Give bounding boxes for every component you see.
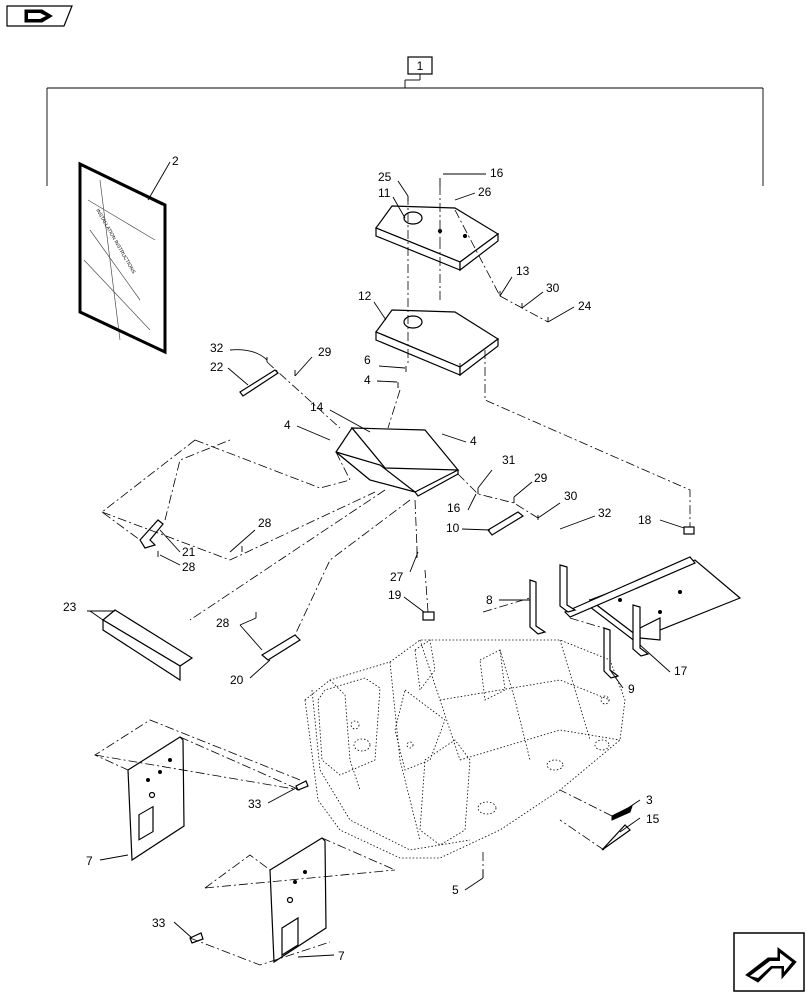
callout-32: 32 <box>210 341 224 355</box>
assembly-lines <box>94 186 691 966</box>
callout-32: 32 <box>598 506 612 520</box>
callout-21: 21 <box>182 545 196 559</box>
part-17-floor-plate <box>563 556 742 647</box>
callout-28: 28 <box>258 516 272 530</box>
callout-24: 24 <box>578 299 592 313</box>
callout-18: 18 <box>638 513 652 527</box>
callout-29: 29 <box>534 471 548 485</box>
part-19-plug <box>422 611 435 621</box>
part-14-channel <box>335 426 460 497</box>
callout-14: 14 <box>310 400 324 414</box>
part-8-upright <box>529 564 577 635</box>
chassis-frame <box>304 639 626 859</box>
callout-2: 2 <box>172 154 179 168</box>
callout-30: 30 <box>564 489 578 503</box>
callout-7: 7 <box>338 949 345 963</box>
part-22-strip <box>239 369 279 397</box>
callout-25: 25 <box>378 170 392 184</box>
callout-labels: 2 25 16 11 26 13 30 12 24 32 29 22 6 4 1… <box>63 154 688 963</box>
next-page-arrow-icon[interactable] <box>733 932 805 992</box>
leader-lines <box>87 173 685 958</box>
callout-16: 16 <box>447 501 461 515</box>
book-pencil-icon[interactable] <box>6 5 73 27</box>
callout-23: 23 <box>63 600 77 614</box>
callout-9: 9 <box>628 682 635 696</box>
callout-13: 13 <box>516 264 530 278</box>
part-20-bracket <box>260 634 301 661</box>
callout-12: 12 <box>358 289 372 303</box>
part-10-strip <box>487 511 525 536</box>
part-18-plug <box>683 526 695 535</box>
callout-11: 11 <box>378 186 391 200</box>
callout-16: 16 <box>490 166 504 180</box>
callout-15: 15 <box>646 812 660 826</box>
callout-7: 7 <box>86 854 93 868</box>
part-12-tray <box>375 309 500 377</box>
callout-28: 28 <box>216 616 230 630</box>
callout-28: 28 <box>182 560 196 574</box>
callout-29: 29 <box>318 345 332 359</box>
callout-5: 5 <box>452 883 459 897</box>
part-7-side-panel-upper <box>127 736 185 862</box>
part-7-side-panel-lower <box>269 837 327 964</box>
callout-19: 19 <box>388 588 402 602</box>
callout-33: 33 <box>248 797 262 811</box>
kit-bracket: 1 <box>46 56 764 186</box>
callout-26: 26 <box>478 185 492 199</box>
part-2-instruction-book: INSTALLATION INSTRUCTIONS <box>78 161 171 355</box>
callout-20: 20 <box>230 673 244 687</box>
callout-10: 10 <box>446 521 460 535</box>
callout-30: 30 <box>546 281 560 295</box>
kit-label: 1 <box>417 59 424 73</box>
part-11-tray <box>375 205 500 272</box>
callout-33: 33 <box>152 916 166 930</box>
callout-3: 3 <box>646 793 653 807</box>
callout-31: 31 <box>502 453 516 467</box>
callout-22: 22 <box>210 360 224 374</box>
callout-17: 17 <box>674 664 688 678</box>
callout-4: 4 <box>284 418 291 432</box>
callout-27: 27 <box>390 570 404 584</box>
callout-8: 8 <box>486 593 493 607</box>
part-23-strip <box>101 609 194 682</box>
part-21-bracket <box>139 519 164 549</box>
fasteners <box>157 178 633 944</box>
callout-4: 4 <box>364 373 371 387</box>
callout-6: 6 <box>364 353 371 367</box>
callout-4: 4 <box>470 434 477 448</box>
